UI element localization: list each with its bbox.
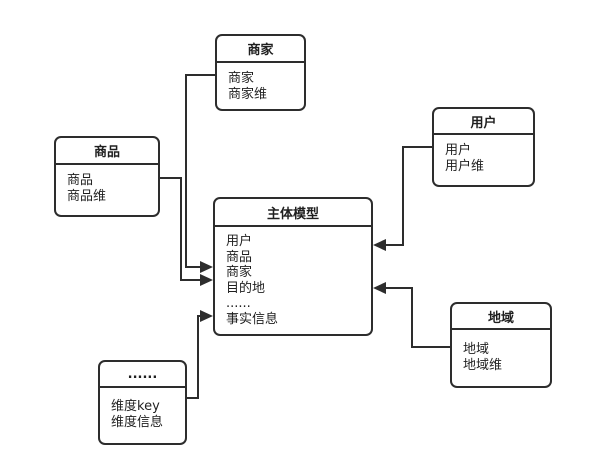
connector-product-to-subject <box>160 177 201 281</box>
entity-subject-model-field: 商家 <box>226 265 253 280</box>
arrowhead-user-to-subject <box>373 239 386 251</box>
entity-user: 用户 用户 用户维 <box>432 107 535 187</box>
connector-dimension-to-subject <box>187 315 201 399</box>
entity-region-field: 地域 <box>463 342 490 357</box>
entity-region-field: 地域维 <box>463 358 503 373</box>
entity-dimension: ...... 维度key 维度信息 <box>98 360 187 445</box>
entity-product-field: 商品 <box>67 173 94 188</box>
entity-product: 商品 商品 商品维 <box>54 136 160 217</box>
connector-region-to-subject <box>385 287 450 348</box>
entity-merchant-title: 商家 <box>217 36 304 63</box>
entity-user-body: 用户 用户维 <box>434 135 533 175</box>
entity-dimension-field: 维度key <box>111 399 160 414</box>
entity-product-field: 商品维 <box>67 189 107 204</box>
entity-region-body: 地域 地域维 <box>452 330 550 374</box>
entity-subject-model-field: 商品 <box>226 249 253 265</box>
entity-subject-model-title: 主体模型 <box>215 199 371 227</box>
entity-subject-model-body: 用户 商品 商家 目的地 ...... 事实信息 <box>215 227 371 327</box>
entity-dimension-body: 维度key 维度信息 <box>100 388 185 431</box>
entity-subject-model-field: ...... <box>226 296 251 311</box>
entity-subject-model-field: 目的地 <box>226 280 266 296</box>
entity-subject-model-field: 用户 <box>226 234 253 249</box>
connector-user-to-subject <box>385 146 432 246</box>
entity-subject-model-field: 事实信息 <box>226 311 279 327</box>
entity-user-title: 用户 <box>434 109 533 135</box>
entity-merchant-body: 商家 商家维 <box>217 63 304 103</box>
arrowhead-dimension-to-subject <box>200 310 213 322</box>
entity-merchant-field: 商家 <box>228 71 255 86</box>
entity-merchant: 商家 商家 商家维 <box>215 34 306 111</box>
arrowhead-region-to-subject <box>373 282 386 294</box>
entity-product-body: 商品 商品维 <box>56 165 158 205</box>
entity-user-field: 用户 <box>445 143 472 158</box>
entity-dimension-field: 维度信息 <box>111 415 164 430</box>
entity-merchant-field: 商家维 <box>228 87 268 102</box>
entity-subject-model: 主体模型 用户 商品 商家 目的地 ...... 事实信息 <box>213 197 373 336</box>
entity-region-title: 地域 <box>452 304 550 330</box>
arrowhead-product-to-subject <box>200 274 213 286</box>
entity-user-field: 用户维 <box>445 159 485 174</box>
entity-product-title: 商品 <box>56 138 158 165</box>
arrowhead-merchant-to-subject <box>200 261 213 273</box>
entity-dimension-title: ...... <box>100 362 185 388</box>
connector-merchant-to-subject <box>185 74 215 268</box>
entity-region: 地域 地域 地域维 <box>450 302 552 388</box>
